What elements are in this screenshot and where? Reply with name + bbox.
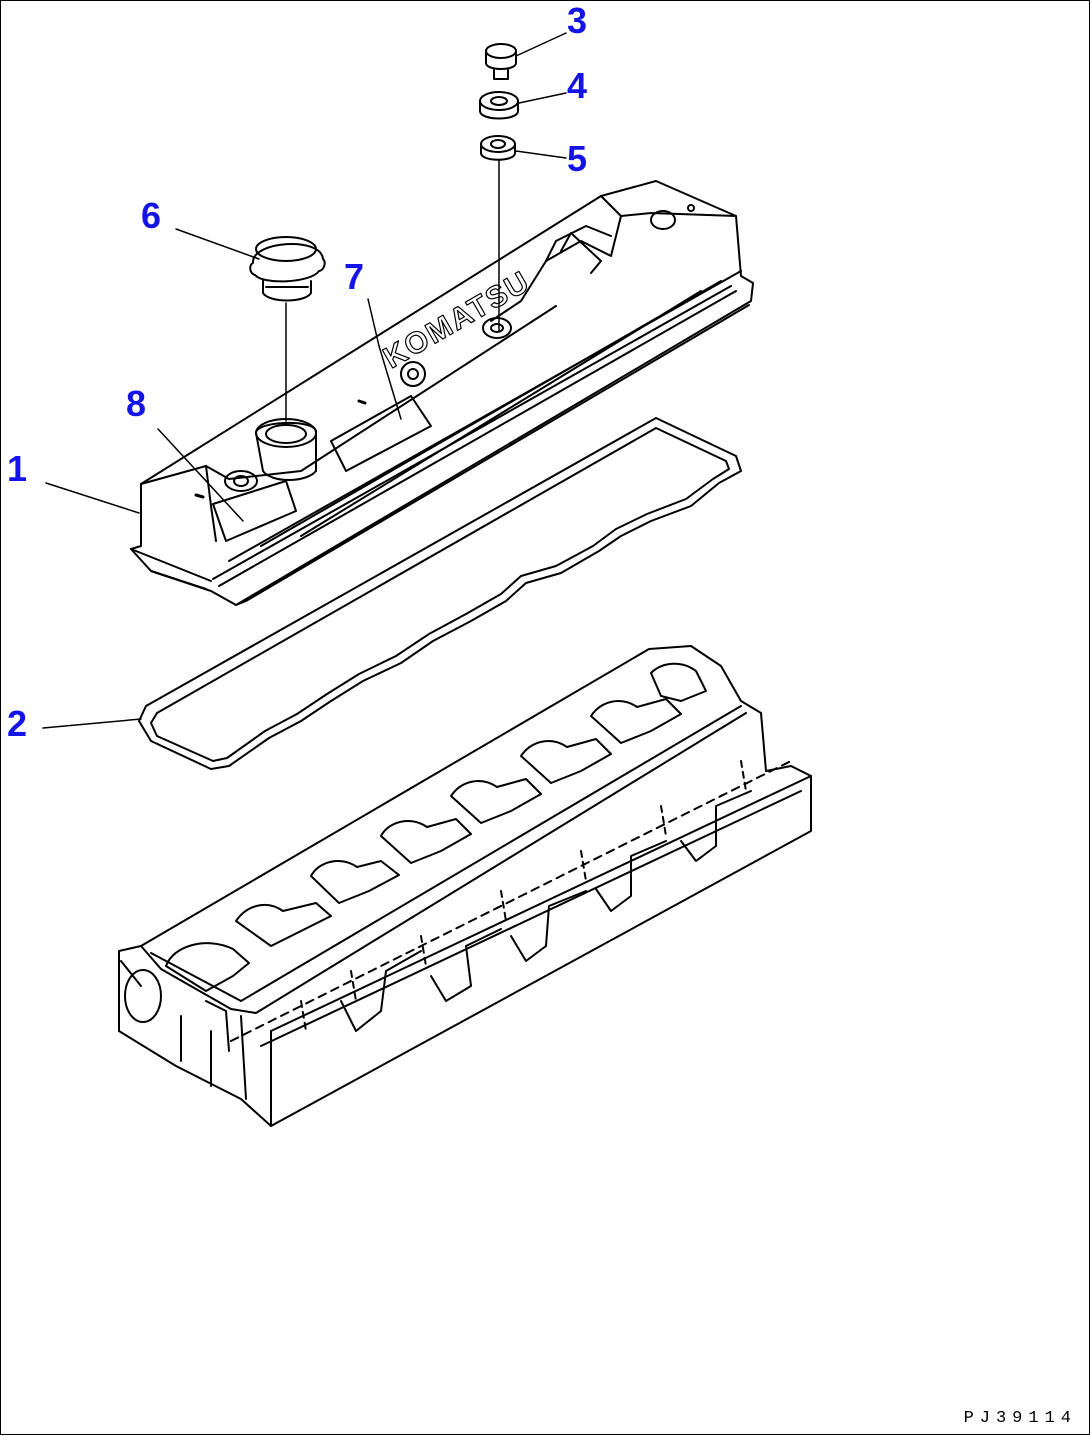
cylinder-head — [118, 645, 812, 1127]
callout-4: 4 — [567, 65, 587, 106]
oil-filler-cap — [249, 236, 326, 302]
callout-1: 1 — [7, 448, 27, 489]
callout-2: 2 — [7, 703, 27, 744]
washer — [479, 91, 519, 120]
callout-6: 6 — [141, 195, 161, 236]
bolt — [485, 43, 517, 80]
callout-7: 7 — [344, 256, 364, 297]
head-cover — [130, 180, 754, 606]
seal-washer — [480, 135, 516, 161]
gasket — [138, 417, 742, 770]
callout-5: 5 — [567, 138, 587, 179]
leader-lines — [42, 32, 567, 729]
callout-3: 3 — [567, 1, 587, 41]
callout-8: 8 — [126, 383, 146, 424]
callout-labels: 1 2 3 4 5 6 7 8 — [7, 1, 587, 744]
drawing-code: PJ39114 — [963, 1409, 1077, 1428]
